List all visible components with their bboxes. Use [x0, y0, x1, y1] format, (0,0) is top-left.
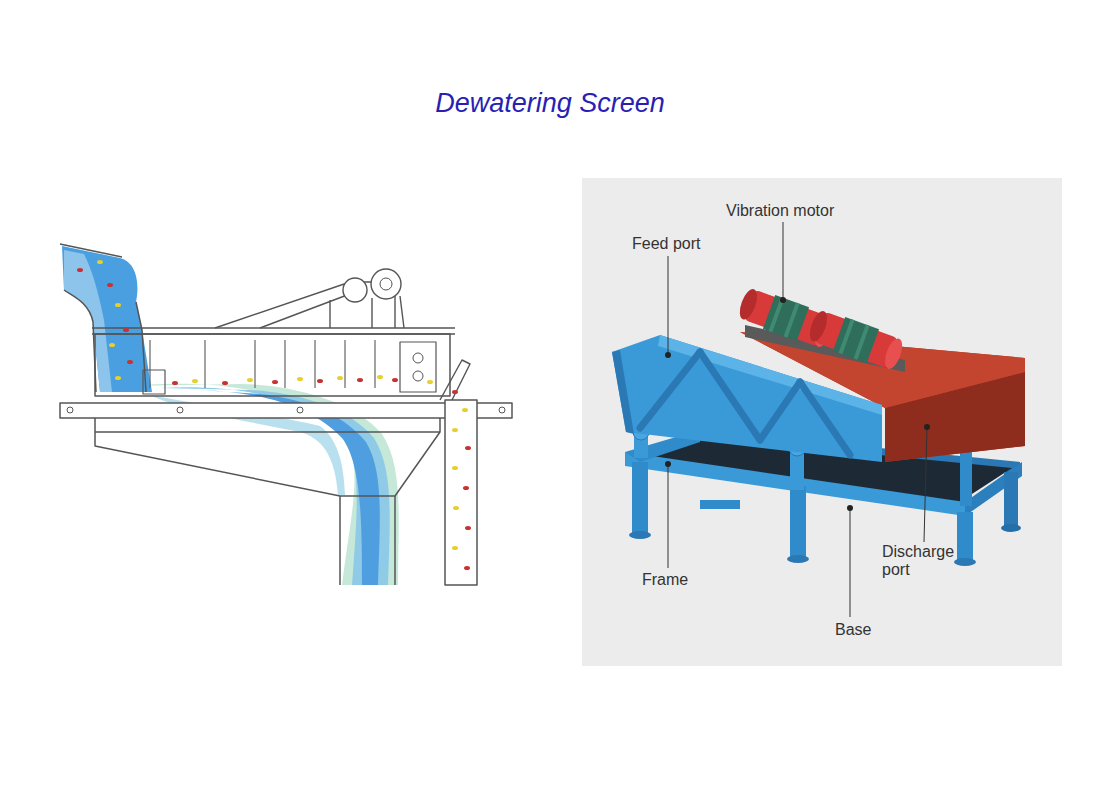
- part-label: Vibration motor: [726, 202, 886, 220]
- part-label: Discharge port: [882, 543, 972, 579]
- diagram-title: Dewatering Screen: [0, 88, 1100, 119]
- solid-particles: [77, 260, 471, 570]
- machine-rendering: [582, 178, 1062, 666]
- schematic-drawing: [60, 244, 512, 585]
- part-label: Feed port: [632, 235, 742, 253]
- part-label: Frame: [642, 571, 722, 589]
- part-label: Base: [835, 621, 915, 639]
